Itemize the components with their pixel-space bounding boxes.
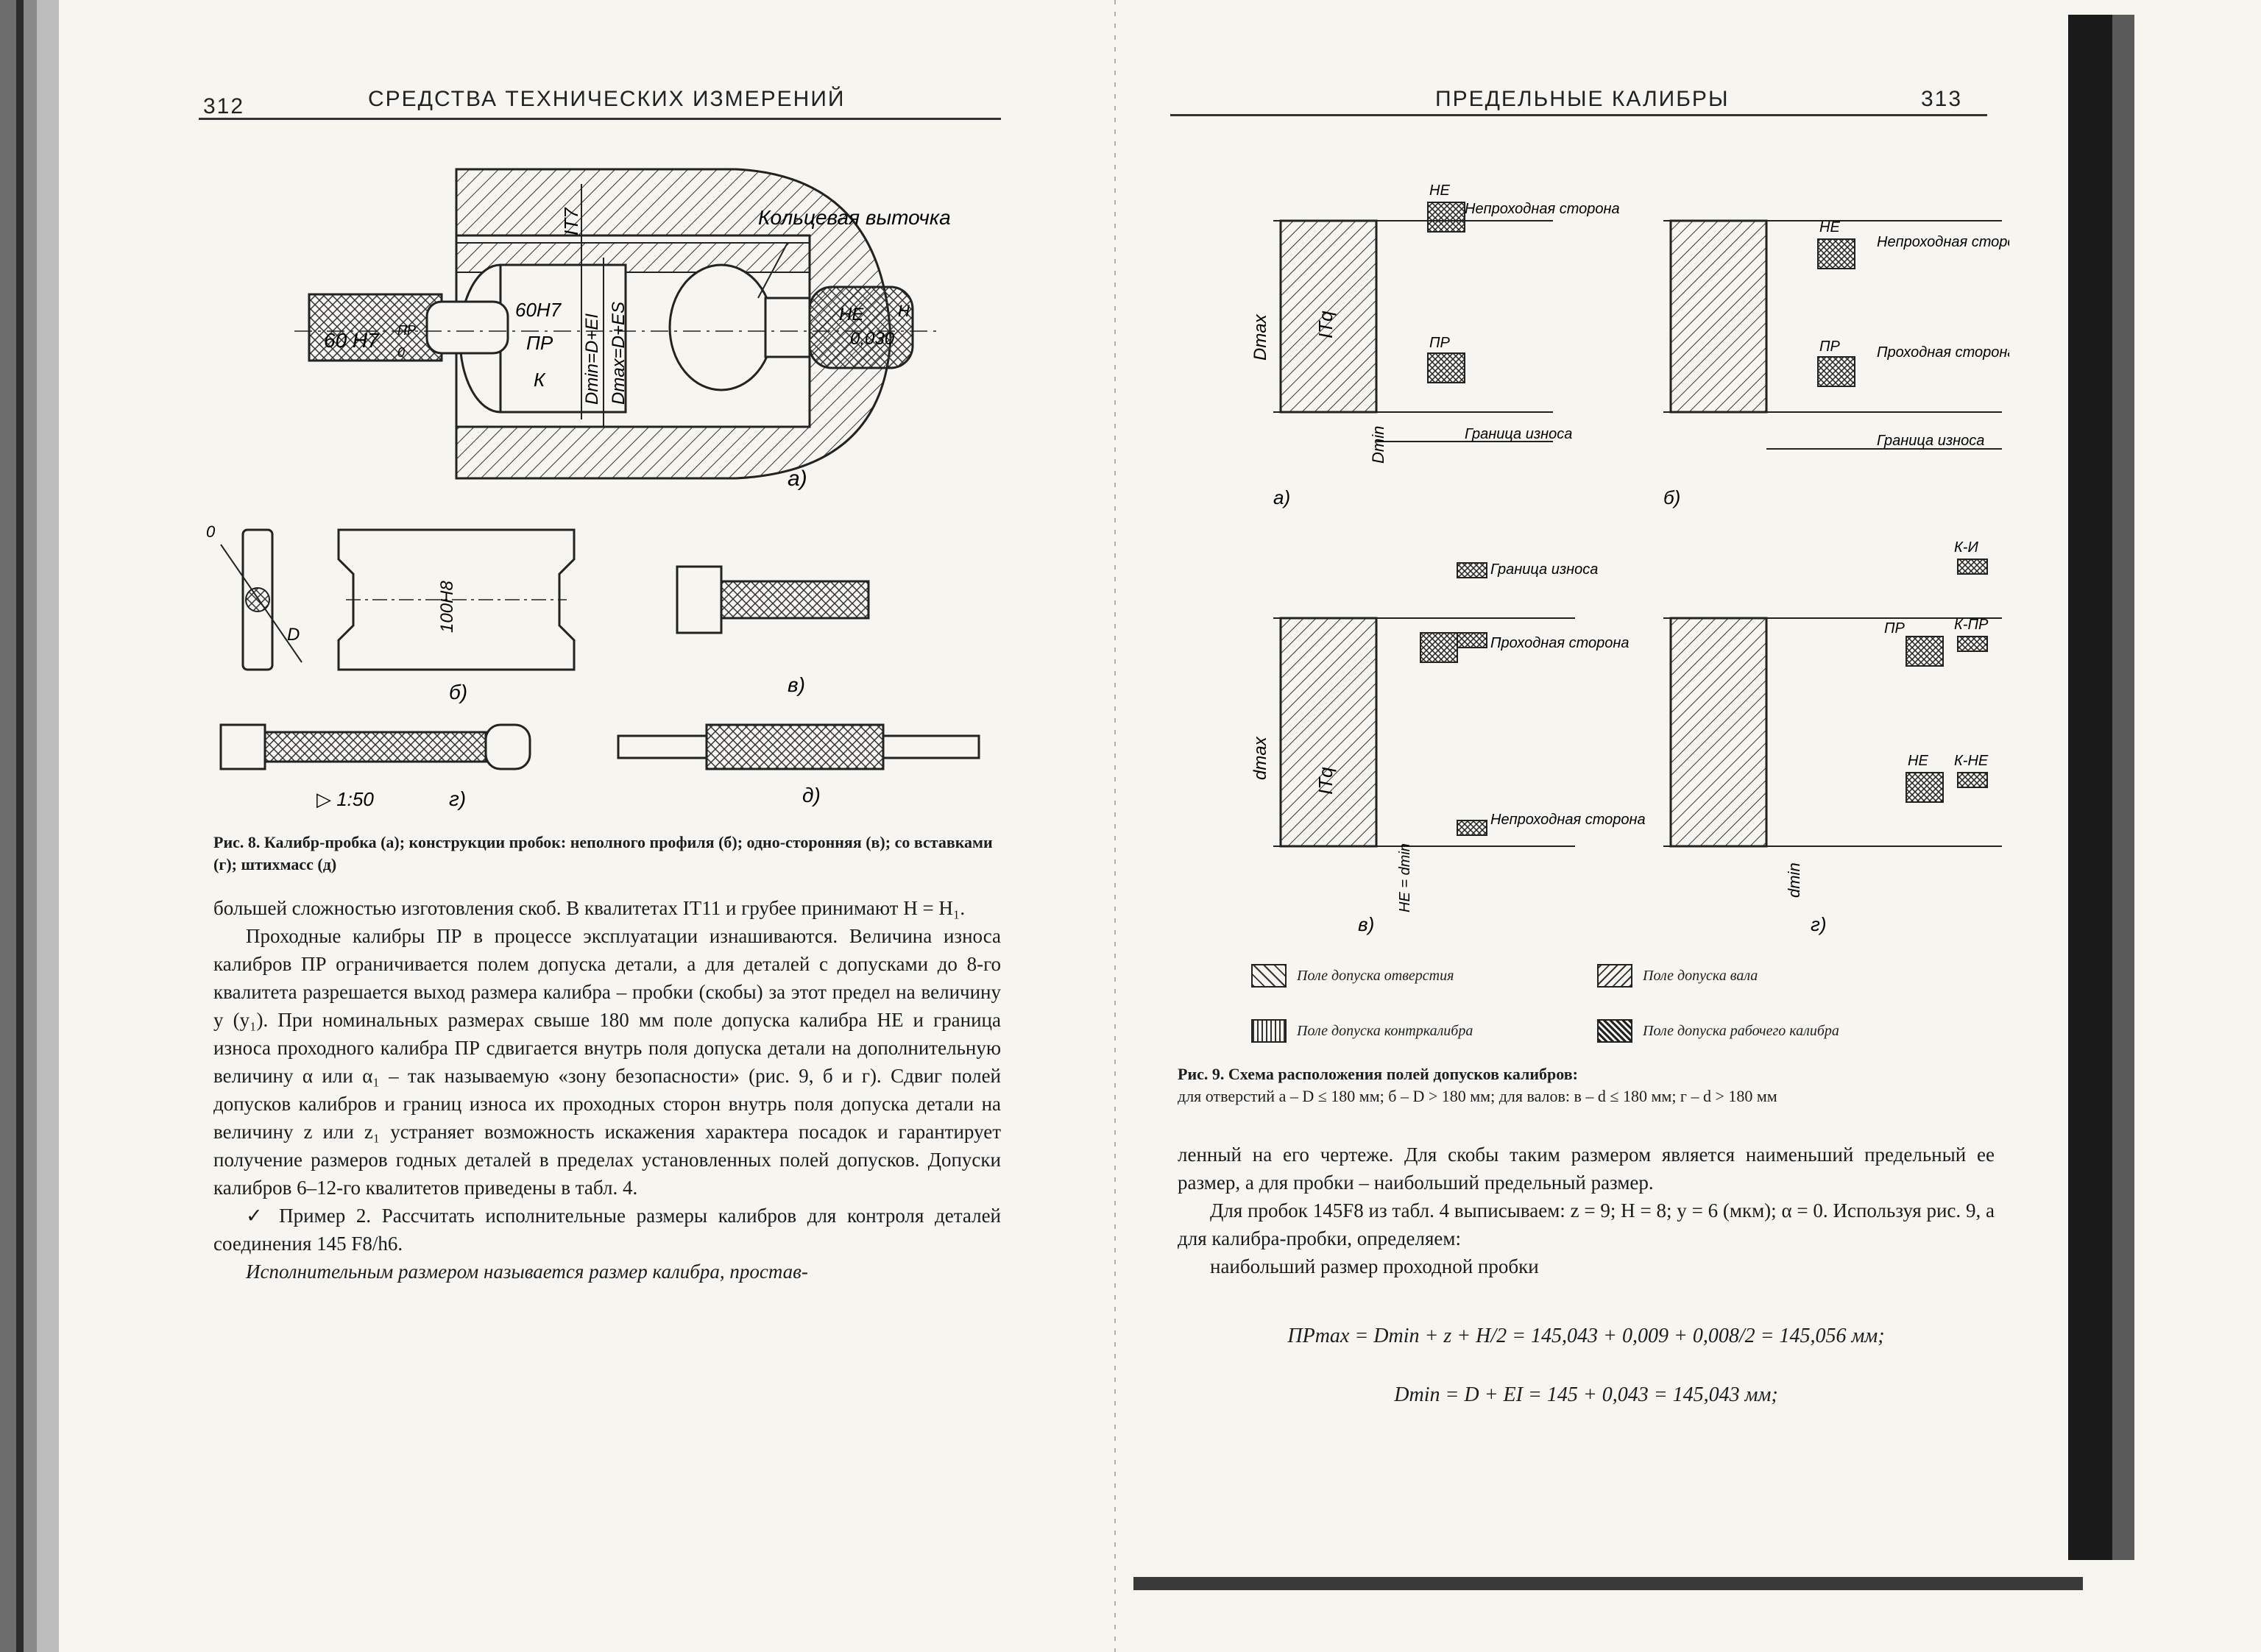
fig8a-label-body-1: 60H7 [515,299,562,321]
fig9b-label-pass: Проходная сторона [1877,344,2009,361]
right-body-text: ленный на его чертеже. Для скобы таким р… [1178,1141,1995,1280]
fig9g-label-ne: НЕ [1908,753,1928,769]
fig9b-label-ne: НЕ [1819,219,1840,235]
fig8-caption-number: Рис. 8. [213,833,261,851]
right-page: ПРЕДЕЛЬНЫЕ КАЛИБРЫ 313 ITq Dmax Dmin НЕ … [1126,0,2053,1652]
left-page-number: 312 [203,94,245,118]
fig9a-label-ne: НЕ [1429,182,1450,199]
fig9g-label-kpr: К-ПР [1954,617,1989,633]
legend-counter-swatch [1251,1019,1287,1043]
fig9b-label-view-b: б) [1663,486,1680,508]
fig8g-label-view-g: г) [449,787,466,810]
fig8a-label-shank: 60 H7 [324,329,380,352]
fig9g-label-ki: К-И [1954,539,1978,556]
fig8a-label-shank-sup: ПР [397,323,416,338]
fig9v-label-dmax: dmax [1250,736,1270,780]
fig8b-label-100h8: 100H8 [437,581,457,633]
fig9a-label-pr: ПР [1429,335,1450,351]
left-running-head: СРЕДСТВА ТЕХНИЧЕСКИХ ИЗМЕРЕНИЙ [368,87,846,111]
fig8-variants: 0 D 100H8 б) в) ▷ 1:50 г) д) [206,522,980,810]
fig9v-label-pass: Проходная сторона [1490,635,1630,651]
fig8a-plug-gauge: 60 H7 ПР 0 60H7 ПР К IT7 Dmin=D+EI Dmax=… [294,168,951,491]
fig8a-label-ne: НЕ [839,305,864,325]
fig8v-label-view-v: в) [788,673,805,696]
legend-hole-swatch [1251,964,1287,988]
right-scan-edge [2053,0,2261,1652]
fig9v-label-nonpass: Непроходная сторона [1490,812,1646,828]
fig9-caption-number: Рис. 9. [1178,1065,1225,1083]
fig9v-label-wear: Граница износа [1490,561,1598,578]
fig8a-label-small-dim: 0,030 [850,329,895,349]
legend-hole-label: Поле допуска отверстия [1297,967,1454,984]
right-paragraph-1: ленный на его чертеже. Для скобы таким р… [1178,1144,1995,1194]
left-page: 312 СРЕДСТВА ТЕХНИЧЕСКИХ ИЗМЕРЕНИЙ 60 H7… [0,0,1104,1652]
center-gutter [1114,0,1116,1652]
fig8b-label-D: D [287,625,300,645]
fig8a-label-body-2: ПР [526,332,553,354]
left-scan-edge [0,0,59,1652]
fig8b-label-view-b: б) [449,681,467,703]
legend-working-label: Поле допуска рабочего калибра [1643,1022,1839,1039]
fig8a-label-view-a: а) [788,467,807,491]
fig9b-label-wear: Граница износа [1877,433,1984,449]
fig9-caption: Рис. 9. Схема расположения полей допуско… [1178,1063,1995,1107]
legend-counter: Поле допуска контркалибра [1251,1019,1473,1043]
fig8a-label-dmin: Dmin=D+EI [582,313,602,405]
legend-shaft-swatch [1597,964,1632,988]
left-paragraph-3: ✓ Пример 2. Рассчитать исполнительные ра… [213,1205,1001,1255]
fig8a-label-h: Н [898,302,910,320]
fig8g-label-taper: ▷ 1:50 [316,788,374,810]
fig9a-label-dmin: Dmin [1369,426,1387,464]
legend-counter-label: Поле допуска контркалибра [1297,1022,1473,1039]
right-paragraph-2: Для пробок 145F8 из табл. 4 выписываем: … [1178,1199,1995,1249]
fig9a-label-wear: Граница износа [1465,426,1572,442]
left-body-text: большей сложностью изготовления скоб. В … [213,894,1001,1286]
fig9g-label-pr: ПР [1884,620,1905,637]
legend-working-swatch [1597,1019,1632,1043]
fig8a-callout-ring: Кольцевая выточка [758,206,951,229]
left-paragraph-2: Проходные калибры ПР в процессе эксплуат… [213,925,1001,1199]
fig9g-label-kne: К-НЕ [1954,753,1989,769]
fig9v-label-ne-dmin: НЕ = dmin [1397,843,1413,912]
fig9b-label-pr: ПР [1819,338,1840,355]
fig9b-label-nonpass: Непроходная сторона [1877,234,2009,250]
fig9a-label-dmax: Dmax [1250,313,1270,361]
fig8d-label-view-d: д) [802,784,821,806]
fig8-caption: Рис. 8. Калибр-пробка (а); конструкции п… [213,832,1001,876]
formula-d-min: Dmin = D + EI = 145 + 0,043 = 145,043 мм… [1394,1383,1778,1406]
fig9a-label-view-a: а) [1273,486,1290,508]
fig9-caption-detail: для отверстий а – D ≤ 180 мм; б – D > 18… [1178,1087,1777,1105]
right-head-rule [1170,114,1987,116]
fig9v-label-it: ITq [1315,767,1337,795]
fig9g-label-dmin: dmin [1785,862,1803,898]
fig8a-label-shank-sub: 0 [397,345,405,360]
right-page-number: 313 [1921,87,1963,111]
fig9-hole-schemes: ITq Dmax Dmin НЕ ПР Непроходная сторона … [1250,182,2009,508]
formula-pr-max: ПРmax = Dmin + z + H/2 = 145,043 + 0,009… [1287,1325,1885,1347]
left-paragraph-1: большей сложностью изготовления скоб. В … [213,897,966,919]
legend-hole: Поле допуска отверстия [1251,964,1454,988]
left-paragraph-4: Исполнительным размером называется разме… [246,1261,808,1283]
fig8a-label-it7: IT7 [560,207,582,235]
fig8a-label-body-3: К [534,369,546,391]
legend-shaft-label: Поле допуска вала [1643,967,1758,984]
fig8a-label-dmax: Dmax=D+ES [609,302,629,405]
fig9v-label-view-v: в) [1358,913,1374,935]
fig9-caption-text: Схема расположения полей допусков калибр… [1228,1065,1578,1083]
fig9-shaft-schemes: ITq dmax Граница износа Проходная сторон… [1250,539,2002,935]
bottom-scan-edge [1133,1577,2083,1590]
fig8b-label-zero: 0 [206,522,216,541]
legend-shaft: Поле допуска вала [1597,964,1758,988]
legend-working: Поле допуска рабочего калибра [1597,1019,1839,1043]
fig9g-label-view-g: г) [1811,913,1826,935]
fig9a-label-it: ITq [1315,311,1337,338]
right-paragraph-3: наибольший размер проходной пробки [1210,1255,1539,1277]
fig8-caption-text: Калибр-пробка (а); конструкции пробок: н… [213,833,993,873]
fig9a-label-nonpass: Непроходная сторона [1465,201,1620,217]
left-head-rule [199,118,1001,120]
right-running-head: ПРЕДЕЛЬНЫЕ КАЛИБРЫ [1435,87,1730,111]
